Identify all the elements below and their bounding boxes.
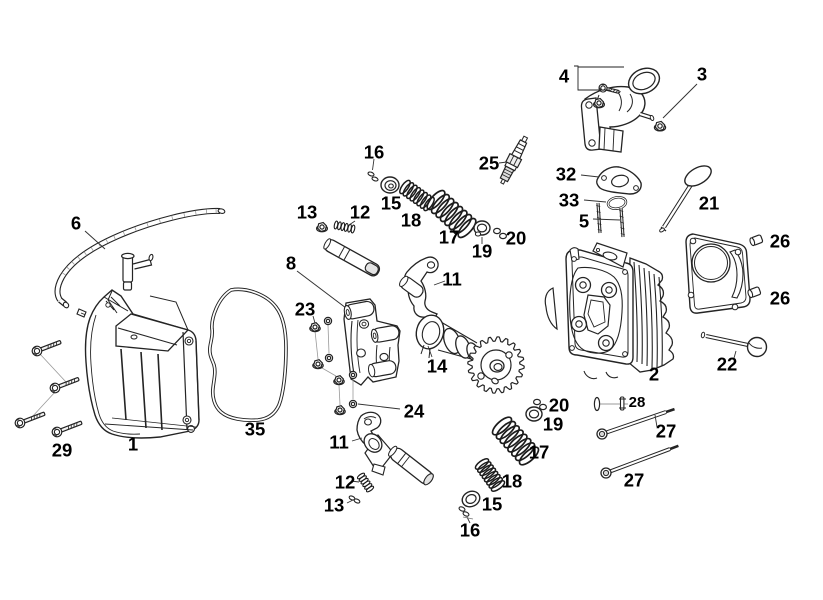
svg-text:6: 6 xyxy=(71,213,81,234)
svg-text:29: 29 xyxy=(52,440,73,461)
svg-text:15: 15 xyxy=(482,494,503,515)
svg-text:23: 23 xyxy=(295,299,316,320)
svg-text:26: 26 xyxy=(770,288,791,309)
svg-text:11: 11 xyxy=(329,432,349,453)
svg-text:13: 13 xyxy=(297,202,318,223)
svg-text:4: 4 xyxy=(559,66,570,87)
svg-text:3: 3 xyxy=(697,64,707,85)
svg-text:1: 1 xyxy=(128,434,138,455)
svg-text:20: 20 xyxy=(549,395,570,416)
svg-text:21: 21 xyxy=(699,193,720,214)
svg-text:35: 35 xyxy=(245,419,266,440)
svg-text:32: 32 xyxy=(556,164,577,185)
svg-text:16: 16 xyxy=(460,520,481,541)
svg-text:13: 13 xyxy=(324,495,345,516)
svg-text:15: 15 xyxy=(381,193,402,214)
svg-text:22: 22 xyxy=(717,354,738,375)
svg-text:33: 33 xyxy=(559,190,580,211)
svg-text:27: 27 xyxy=(624,470,645,491)
svg-text:24: 24 xyxy=(404,401,425,422)
svg-text:2: 2 xyxy=(649,364,659,385)
svg-text:11: 11 xyxy=(442,269,462,290)
svg-text:25: 25 xyxy=(479,153,500,174)
svg-text:17: 17 xyxy=(529,442,550,463)
svg-text:12: 12 xyxy=(335,472,356,493)
svg-text:16: 16 xyxy=(364,142,385,163)
svg-text:26: 26 xyxy=(770,231,791,252)
svg-text:27: 27 xyxy=(656,421,677,442)
svg-text:18: 18 xyxy=(401,210,422,231)
svg-text:18: 18 xyxy=(502,471,523,492)
svg-text:5: 5 xyxy=(579,211,589,232)
svg-text:19: 19 xyxy=(472,241,493,262)
svg-text:28: 28 xyxy=(629,394,646,411)
svg-text:14: 14 xyxy=(427,356,448,377)
svg-text:12: 12 xyxy=(350,202,371,223)
svg-text:8: 8 xyxy=(286,253,296,274)
svg-text:19: 19 xyxy=(543,414,564,435)
svg-text:17: 17 xyxy=(439,227,460,248)
svg-text:20: 20 xyxy=(506,228,527,249)
